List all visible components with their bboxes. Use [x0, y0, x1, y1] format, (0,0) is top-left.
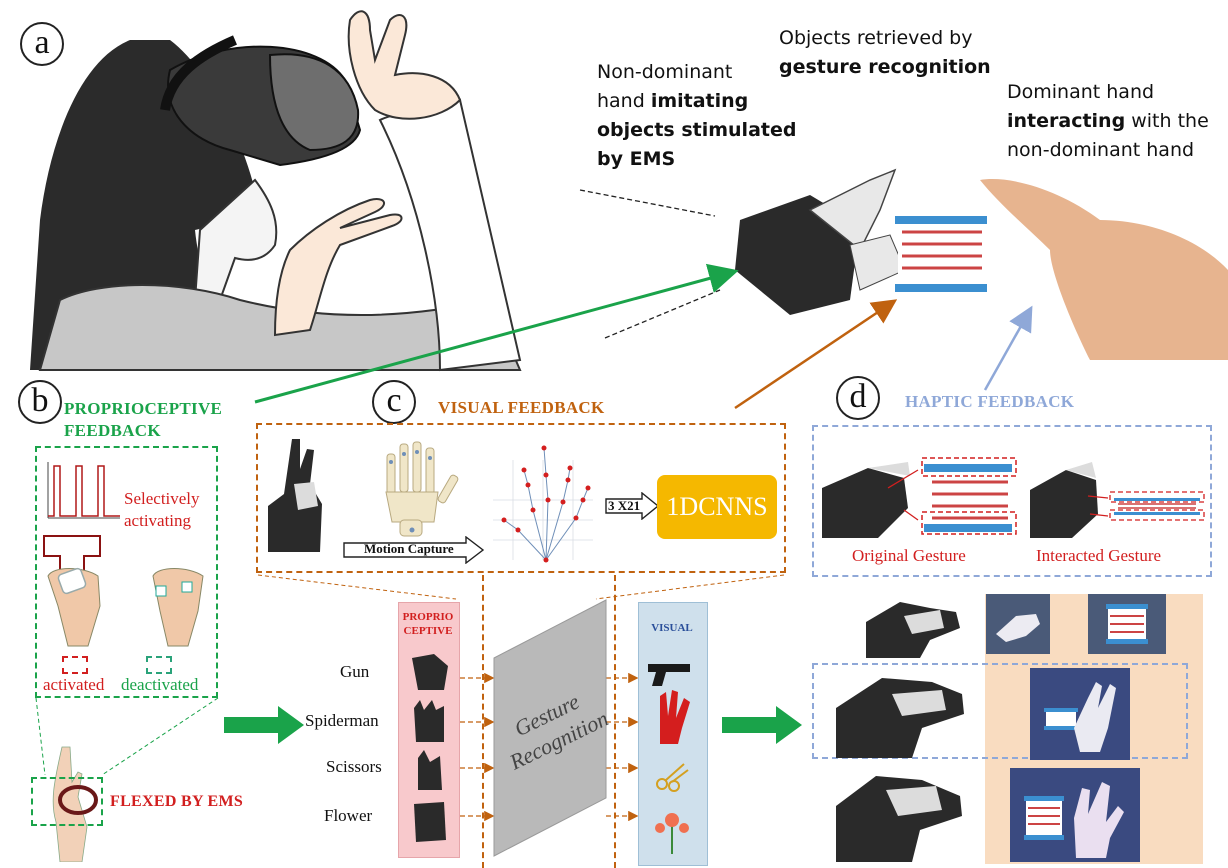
proprioceptive-header-line1: PROPRIOCEPTIVE: [64, 399, 223, 418]
vr-object-icon-row1: [1106, 604, 1148, 644]
proprio-label-line2: CEPTIVE: [403, 625, 453, 637]
caption-retrieved-line1: Objects retrieved by: [779, 27, 973, 49]
proprioceptive-glove-gestures: [412, 654, 448, 842]
glove-with-object-photo: [735, 168, 988, 315]
caption-dominant-line1: Dominant hand: [1007, 81, 1155, 103]
interacted-gesture-label: Interacted Gesture: [1036, 546, 1162, 565]
flexed-hand-illustration: [52, 746, 98, 862]
panel-c-box: [256, 423, 786, 573]
gesture-label-gun: Gun: [340, 662, 370, 681]
caption-retrieved-line2: gesture recognition: [779, 56, 991, 78]
caption-dominant-interacting: interacting: [1007, 110, 1126, 132]
caption-non-dominant-line2: hand: [597, 90, 651, 112]
proprioceptive-column-label: PROPRIO CEPTIVE: [398, 610, 458, 638]
gesture-label-scissors: Scissors: [326, 757, 382, 776]
gesture-label-spiderman: Spiderman: [305, 711, 379, 730]
caption-retrieved: Objects retrieved by gesture recognition: [779, 24, 991, 82]
proprioceptive-header-line2: FEEDBACK: [64, 421, 161, 440]
gesture-recognition-slab: [493, 599, 607, 857]
panel-b-box: [35, 446, 218, 698]
panel-c-zoom-lines: [257, 574, 785, 600]
motion-capture-glove-photo: [268, 439, 322, 552]
proprioceptive-header: PROPRIOCEPTIVE FEEDBACK: [64, 398, 222, 442]
selectively-activating-label: Selectively activating: [124, 488, 200, 532]
vr-scene-icon-row3: [1024, 782, 1124, 858]
gesture-label-flower: Flower: [324, 806, 373, 825]
panel-a-pointer-lines: [579, 189, 721, 339]
recognition-bracket-left: [482, 575, 484, 868]
selectively-line1: Selectively: [124, 489, 200, 508]
activated-label: activated: [43, 675, 105, 694]
panel-b-zoom-lines: [35, 697, 219, 776]
panel-d-highlight-row: [812, 663, 1188, 759]
selectively-line2: activating: [124, 511, 192, 530]
caption-dominant: Dominant hand interacting with the non-d…: [1007, 78, 1209, 165]
gun-icon: [648, 664, 690, 686]
visual-gesture-objects: [648, 664, 690, 854]
deactivated-marker: [146, 656, 172, 674]
gesture-mapping-lines: [460, 672, 639, 822]
forearm-electrodes-illustration: [43, 535, 204, 647]
flow-arrow-right: [722, 706, 802, 744]
cnn-model-box: 1DCNNS: [657, 475, 777, 539]
proprio-label-line1: PROPRIO: [402, 611, 454, 623]
caption-non-dominant-line3: objects stimulated: [597, 119, 797, 141]
spiderman-hand-icon: [660, 690, 690, 744]
visual-column-label: VISUAL: [651, 622, 693, 634]
panel-a-marker: a: [20, 22, 64, 66]
flexed-hand-box: [31, 777, 103, 826]
flow-arrow-left: [224, 706, 304, 744]
glove-photo-row3: [836, 776, 962, 862]
ems-signal-plot: [47, 462, 120, 519]
caption-non-dominant-imitating: imitating: [650, 90, 749, 112]
caption-non-dominant-line4: by EMS: [597, 148, 676, 170]
panel-b-letter: b: [31, 382, 49, 419]
flower-icon: [655, 813, 689, 854]
deactivated-label: deactivated: [121, 675, 199, 694]
panel-c-letter: c: [386, 382, 402, 419]
motion-capture-arrow: [343, 536, 485, 564]
caption-dominant-line3: non-dominant hand: [1007, 139, 1195, 161]
activated-marker: [62, 656, 88, 674]
original-gesture-photo: [822, 457, 1017, 538]
vr-scene-icon-row2: [1044, 682, 1116, 752]
interacted-gesture-photo: [1030, 462, 1205, 538]
panel-d-top-box: [812, 425, 1212, 577]
panel-c-marker: c: [372, 380, 416, 424]
to-cnn-arrow: [605, 492, 660, 520]
flexed-by-ems-label: FLEXED BY EMS: [110, 793, 244, 810]
feedback-arrows: [254, 263, 1033, 410]
input-dims-label: 3 X21: [608, 498, 641, 513]
scissors-icon: [656, 763, 689, 792]
panel-b-marker: b: [18, 380, 62, 424]
panel-a-letter: a: [34, 24, 50, 61]
motion-capture-label: Motion Capture: [364, 541, 454, 556]
panel-d-letter: d: [849, 378, 867, 415]
caption-dominant-line2: with the: [1125, 110, 1209, 132]
vr-hand-icon-row1: [996, 614, 1040, 642]
caption-non-dominant: Non-dominant hand imitating objects stim…: [597, 58, 796, 174]
original-gesture-label: Original Gesture: [852, 546, 966, 565]
keypoint-3d-plot: [493, 445, 593, 563]
hand-skeleton-diagram: [385, 441, 459, 537]
caption-non-dominant-line1: Non-dominant: [597, 61, 733, 83]
visual-feedback-header: VISUAL FEEDBACK: [438, 398, 605, 417]
panel-d-marker: d: [836, 376, 880, 420]
glove-photo-row1: [866, 602, 960, 658]
dominant-finger-photo: [980, 179, 1228, 360]
glove-photo-row2: [836, 678, 964, 758]
haptic-feedback-header: HAPTIC FEEDBACK: [905, 392, 1075, 411]
vr-user-illustration: [30, 10, 522, 372]
